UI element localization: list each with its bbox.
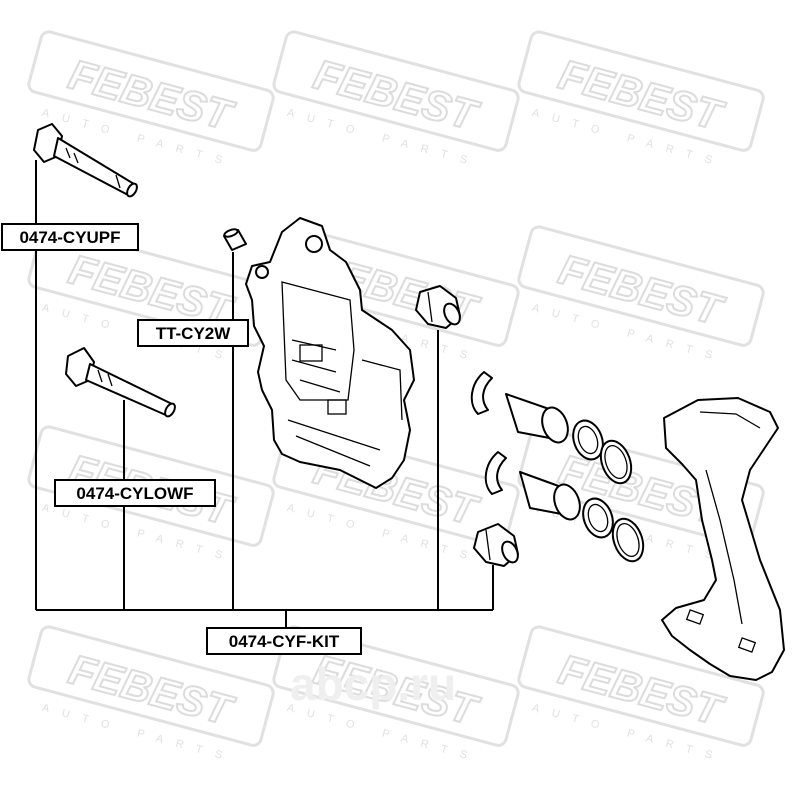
leader-lines — [35, 160, 494, 630]
watermark-logo: FEBEST AUTO PARTS — [517, 30, 765, 170]
watermark-logo: FEBEST AUTO PARTS — [517, 225, 765, 365]
upper-guide-pin — [33, 123, 138, 198]
label-kit: 0474-CYF-KIT — [206, 627, 362, 655]
piston-set-lower — [484, 451, 645, 563]
label-bushing: TT-CY2W — [137, 319, 249, 347]
bushing-part — [223, 228, 247, 251]
caliper-bracket — [661, 397, 785, 681]
lower-guide-pin — [65, 347, 176, 418]
label-lower-guide-pin: 0474-CYLOWF — [54, 479, 216, 507]
piston-set-upper — [470, 371, 633, 485]
svg-text:TT-CY2W: TT-CY2W — [156, 324, 232, 343]
svg-text:0474-CYLOWF: 0474-CYLOWF — [76, 484, 193, 503]
upper-boot — [415, 285, 461, 329]
svg-text:0474-CYUPF: 0474-CYUPF — [19, 228, 120, 247]
caliper-body — [245, 217, 415, 489]
label-upper-guide-pin: 0474-CYUPF — [1, 223, 139, 251]
svg-text:0474-CYF-KIT: 0474-CYF-KIT — [229, 632, 340, 651]
watermark-site: abcp.ru — [290, 658, 456, 710]
lower-boot — [473, 523, 519, 567]
watermark-logo: FEBEST AUTO PARTS — [272, 30, 520, 170]
